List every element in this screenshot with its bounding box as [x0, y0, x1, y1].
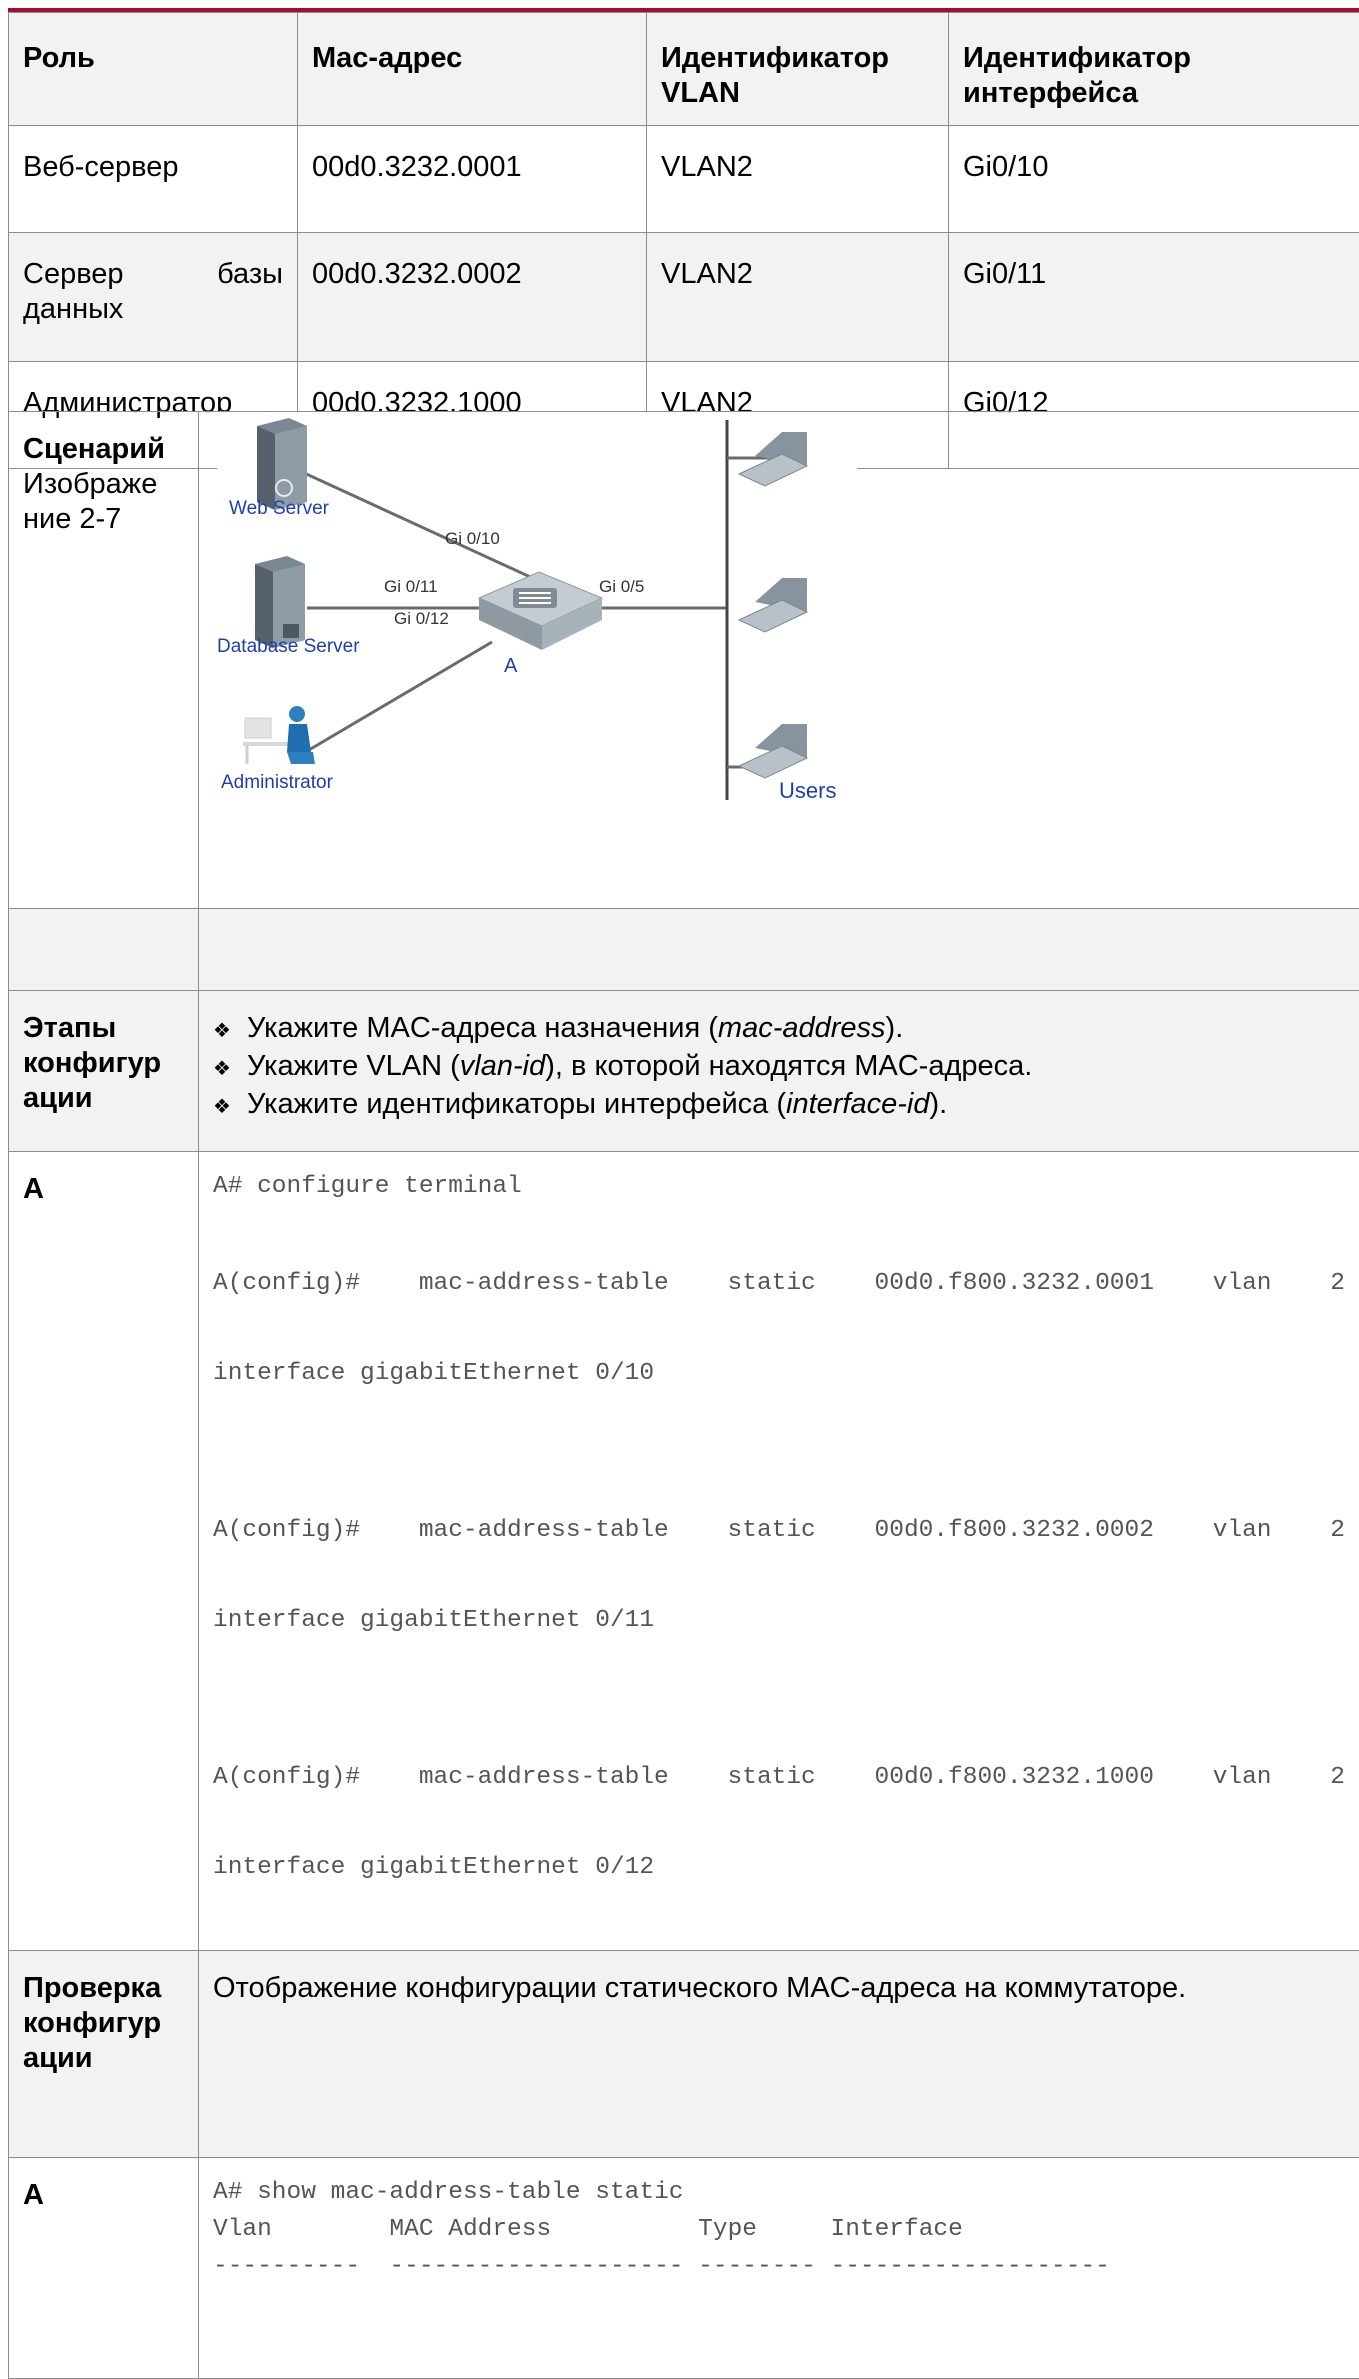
- figure-label-2: ние 2-7: [23, 502, 184, 537]
- verification-text: Отображение конфигурации статического MA…: [199, 1951, 1359, 2158]
- administrator-label: Administrator: [221, 772, 334, 793]
- header-interface: Идентификатор интерфейса: [949, 13, 1359, 126]
- network-topology-diagram: Web Server Database Server Administrator…: [217, 412, 857, 844]
- bullet-diamond-icon: ❖: [213, 1014, 247, 1049]
- role-word-2: базы: [217, 257, 283, 292]
- port-gi012-label: Gi 0/12: [394, 609, 449, 628]
- header-vlan: Идентификатор VLAN: [647, 13, 949, 126]
- step-text-end: ).: [929, 1088, 947, 1120]
- steps-label-1: Этапы: [23, 1011, 184, 1046]
- cell-vlan: VLAN2: [647, 126, 949, 233]
- show-commands-row: A A# show mac-address-table static Vlan …: [9, 2158, 1359, 2379]
- database-server-label: Database Server: [217, 636, 360, 657]
- cell-mac: 00d0.3232.0001: [298, 126, 647, 233]
- scenario-title: Сценарий: [23, 432, 184, 467]
- step-param: mac-address: [718, 1012, 886, 1044]
- web-server-label: Web Server: [229, 498, 330, 519]
- steps-label-3: ации: [23, 1081, 184, 1116]
- step-text: Укажите VLAN (: [247, 1050, 460, 1082]
- config-steps-row: Этапы конфигур ации ❖ Укажите MAC-адреса…: [9, 991, 1359, 1152]
- step-param: interface-id: [786, 1088, 929, 1120]
- port-gi05-label: Gi 0/5: [599, 577, 644, 596]
- cell-interface: Gi0/11: [949, 233, 1359, 362]
- step-text-end: ).: [886, 1012, 904, 1044]
- code-line: A# show mac-address-table static: [213, 2178, 1345, 2208]
- table-header-row: Роль Mac-адрес Идентификатор VLAN Иденти…: [9, 13, 1359, 126]
- step-text: Укажите идентификаторы интерфейса (: [247, 1088, 786, 1120]
- code-line: ---------- -------------------- --------…: [213, 2252, 1345, 2282]
- header-mac: Mac-адрес: [298, 13, 647, 126]
- table-row: Веб-сервер 00d0.3232.0001 VLAN2 Gi0/10: [9, 126, 1359, 233]
- step-text-end: ), в которой находятся MAC-адреса.: [545, 1050, 1032, 1082]
- step-item: ❖ Укажите идентификаторы интерфейса (int…: [213, 1087, 1345, 1125]
- scenario-row: Сценарий Изображе ние 2-7: [9, 412, 1359, 909]
- check-label-2: конфигур: [23, 2006, 184, 2041]
- step-text: Укажите MAC-адреса назначения (: [247, 1012, 718, 1044]
- port-gi011-label: Gi 0/11: [384, 577, 438, 596]
- code-line: Vlan MAC Address Type Interface: [213, 2215, 1345, 2245]
- role-word-3: данных: [23, 292, 283, 327]
- config-example-table: Сценарий Изображе ние 2-7: [8, 411, 1359, 2379]
- port-gi010-label: Gi 0/10: [445, 529, 500, 548]
- bullet-diamond-icon: ❖: [213, 1052, 247, 1087]
- device-label: A: [9, 2158, 199, 2379]
- config-commands-row: A A# configure terminal A(config)#mac-ad…: [9, 1152, 1359, 1951]
- switch-a-label: A: [504, 655, 518, 677]
- bullet-diamond-icon: ❖: [213, 1090, 247, 1125]
- code-line: A# configure terminal: [213, 1172, 1345, 1202]
- check-label-1: Проверка: [23, 1971, 184, 2006]
- empty-row: [9, 909, 1359, 991]
- check-label-3: ации: [23, 2041, 184, 2076]
- verification-row: Проверка конфигур ации Отображение конфи…: [9, 1951, 1359, 2158]
- cell-mac: 00d0.3232.0002: [298, 233, 647, 362]
- cell-role: Сервер базы данных: [9, 233, 298, 362]
- device-table: Роль Mac-адрес Идентификатор VLAN Иденти…: [8, 12, 1359, 469]
- users-label: Users: [779, 778, 836, 803]
- figure-label-1: Изображе: [23, 467, 184, 502]
- table-row: Сервер базы данных 00d0.3232.0002 VLAN2 G…: [9, 233, 1359, 362]
- cell-vlan: VLAN2: [647, 233, 949, 362]
- role-word-1: Сервер: [23, 257, 124, 292]
- step-param: vlan-id: [460, 1050, 545, 1082]
- header-role: Роль: [9, 13, 298, 126]
- steps-label-2: конфигур: [23, 1046, 184, 1081]
- web-server-icon: [257, 418, 307, 510]
- step-item: ❖ Укажите VLAN (vlan-id), в которой нахо…: [213, 1049, 1345, 1087]
- device-label: A: [9, 1152, 199, 1951]
- database-server-icon: [255, 556, 305, 648]
- cell-role: Веб-сервер: [9, 126, 298, 233]
- step-item: ❖ Укажите MAC-адреса назначения (mac-add…: [213, 1011, 1345, 1049]
- cell-interface: Gi0/10: [949, 126, 1359, 233]
